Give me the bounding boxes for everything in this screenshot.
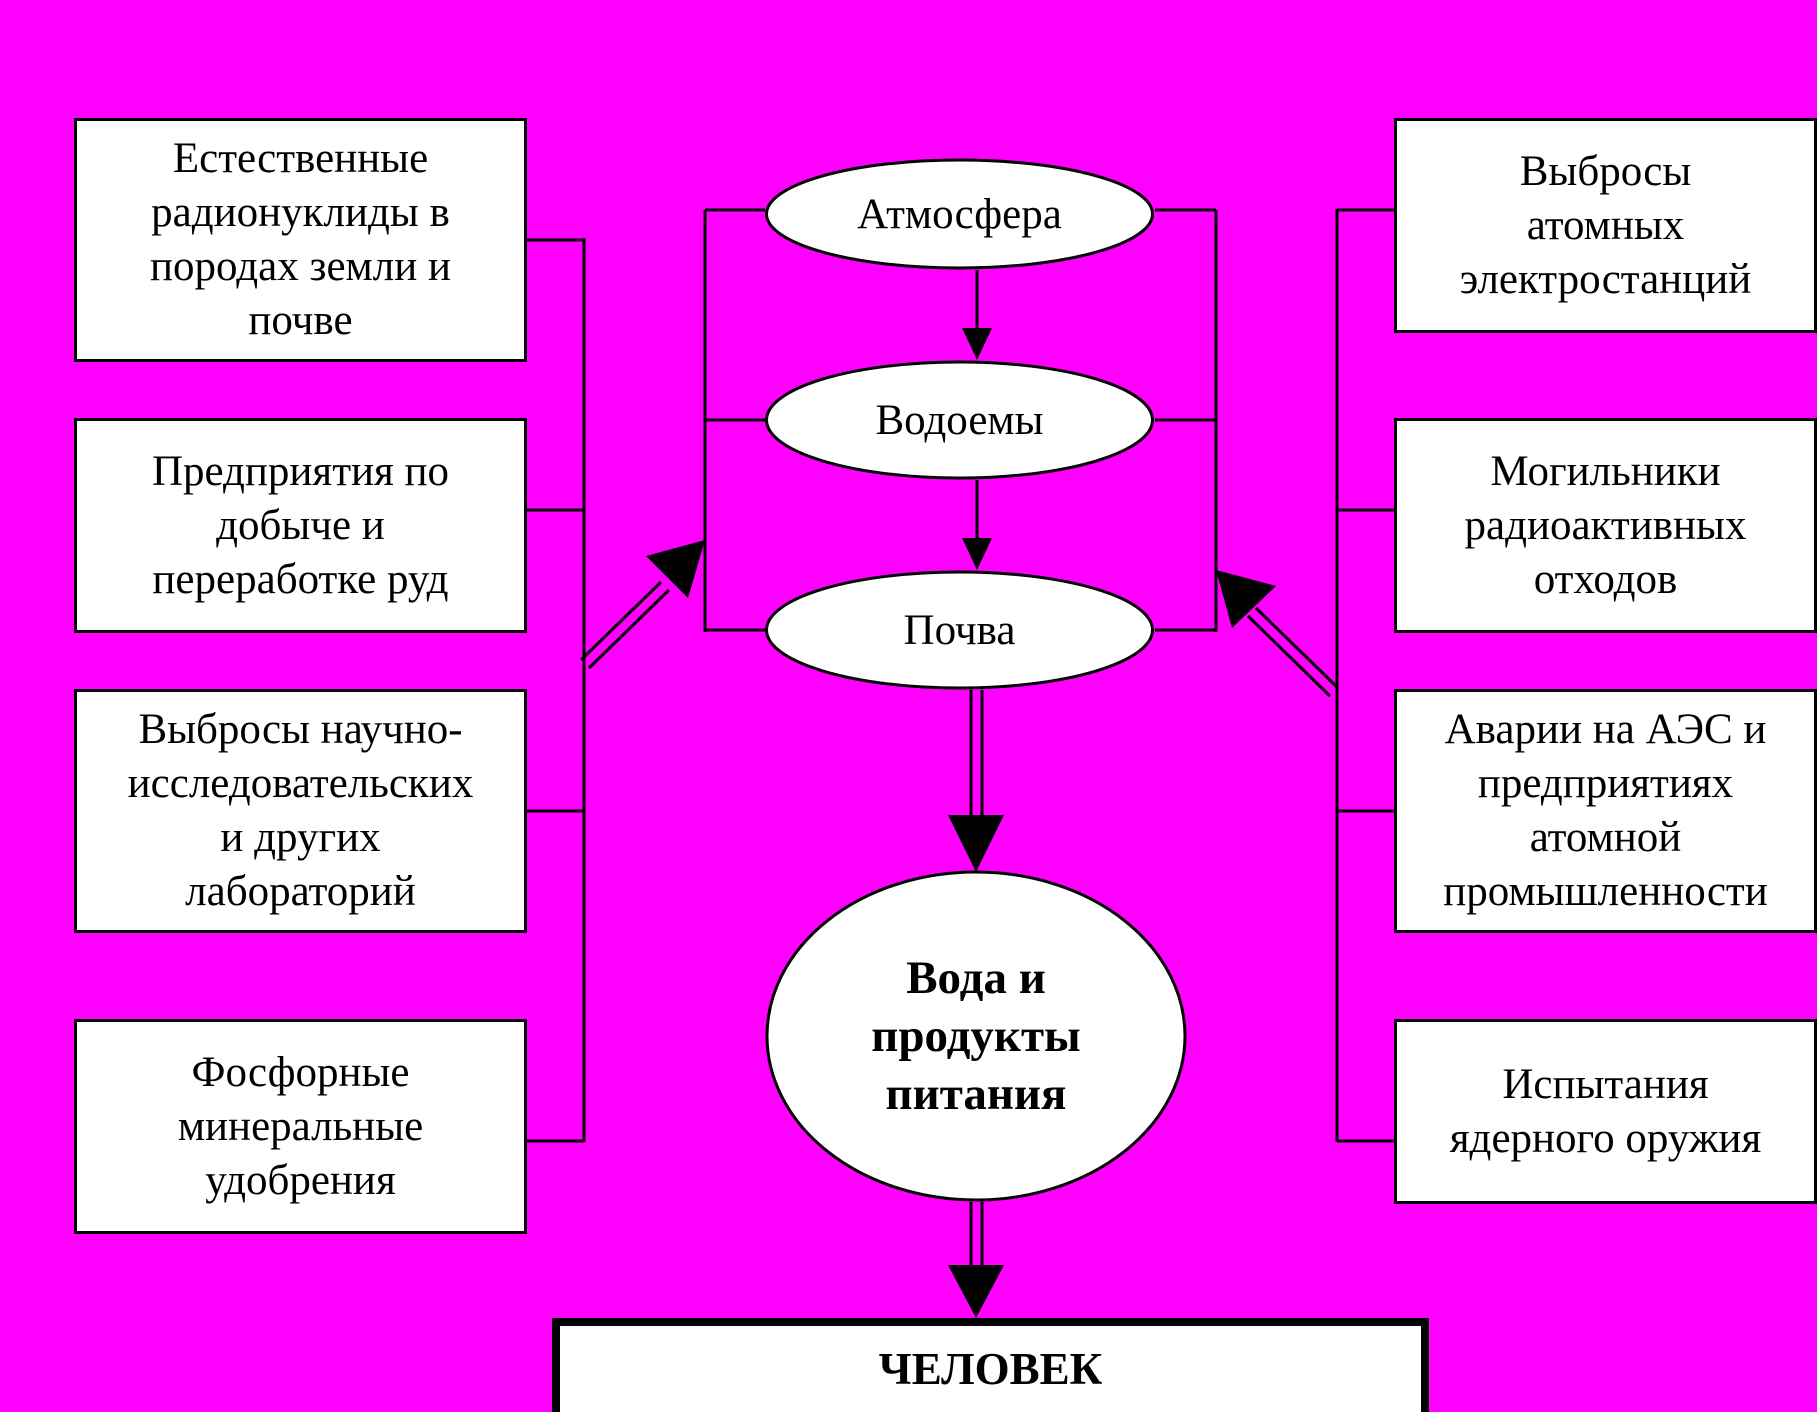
arrowhead-right-diagonal	[1216, 570, 1276, 628]
right-source-label-2: Могильники радиоактивных отходов	[1464, 447, 1747, 603]
arrowhead-left-diagonal	[646, 540, 705, 598]
soil-label: Почва	[903, 606, 1016, 654]
left-source-box-2: Предприятия по добыче и переработке руд	[74, 418, 527, 633]
atmosphere-oval-shape	[765, 158, 1154, 270]
human-label: ЧЕЛОВЕК	[878, 1344, 1103, 1394]
right-source-box-3: Аварии на АЭС и предприятиях атомной про…	[1394, 689, 1817, 933]
food-and-water-label: Вода и продукты питания	[871, 952, 1081, 1120]
soil-oval: Почва	[764, 570, 1155, 690]
right-source-label-3: Аварии на АЭС и предприятиях атомной про…	[1443, 706, 1768, 915]
left-source-box-3: Выбросы научно- исследовательских и друг…	[74, 689, 527, 933]
arrowhead-to-food	[948, 815, 1004, 872]
food-oval-shape	[765, 870, 1187, 1202]
soil-oval-shape	[765, 570, 1154, 690]
water-bodies-label: Водоемы	[875, 396, 1044, 444]
right-source-label-1: Выбросы атомных электростанций	[1459, 147, 1752, 303]
atmosphere-label: Атмосфера	[857, 190, 1062, 238]
human-box: ЧЕЛОВЕК	[552, 1318, 1429, 1412]
left-source-box-1: Естественные радионуклиды в породах земл…	[74, 118, 527, 362]
arrowhead-to-soil	[962, 538, 992, 570]
right-source-box-2: Могильники радиоактивных отходов	[1394, 418, 1817, 633]
atmosphere-oval: Атмосфера	[764, 158, 1155, 270]
right-source-label-4: Испытания ядерного оружия	[1449, 1060, 1762, 1162]
left-source-label-1: Естественные радионуклиды в породах земл…	[150, 135, 451, 344]
arrowhead-to-water	[962, 328, 992, 360]
right-source-box-4: Испытания ядерного оружия	[1394, 1019, 1817, 1204]
left-source-label-3: Выбросы научно- исследовательских и друг…	[127, 706, 474, 915]
food-and-water-oval: Вода и продукты питания	[764, 869, 1188, 1203]
water-bodies-oval-shape	[765, 360, 1154, 480]
right-source-box-1: Выбросы атомных электростанций	[1394, 118, 1817, 333]
arrowhead-to-human	[948, 1265, 1004, 1318]
left-source-box-4: Фосфорные минеральные удобрения	[74, 1019, 527, 1234]
left-source-label-4: Фосфорные минеральные удобрения	[177, 1048, 424, 1204]
left-source-label-2: Предприятия по добыче и переработке руд	[151, 447, 450, 603]
water-bodies-oval: Водоемы	[764, 360, 1155, 480]
